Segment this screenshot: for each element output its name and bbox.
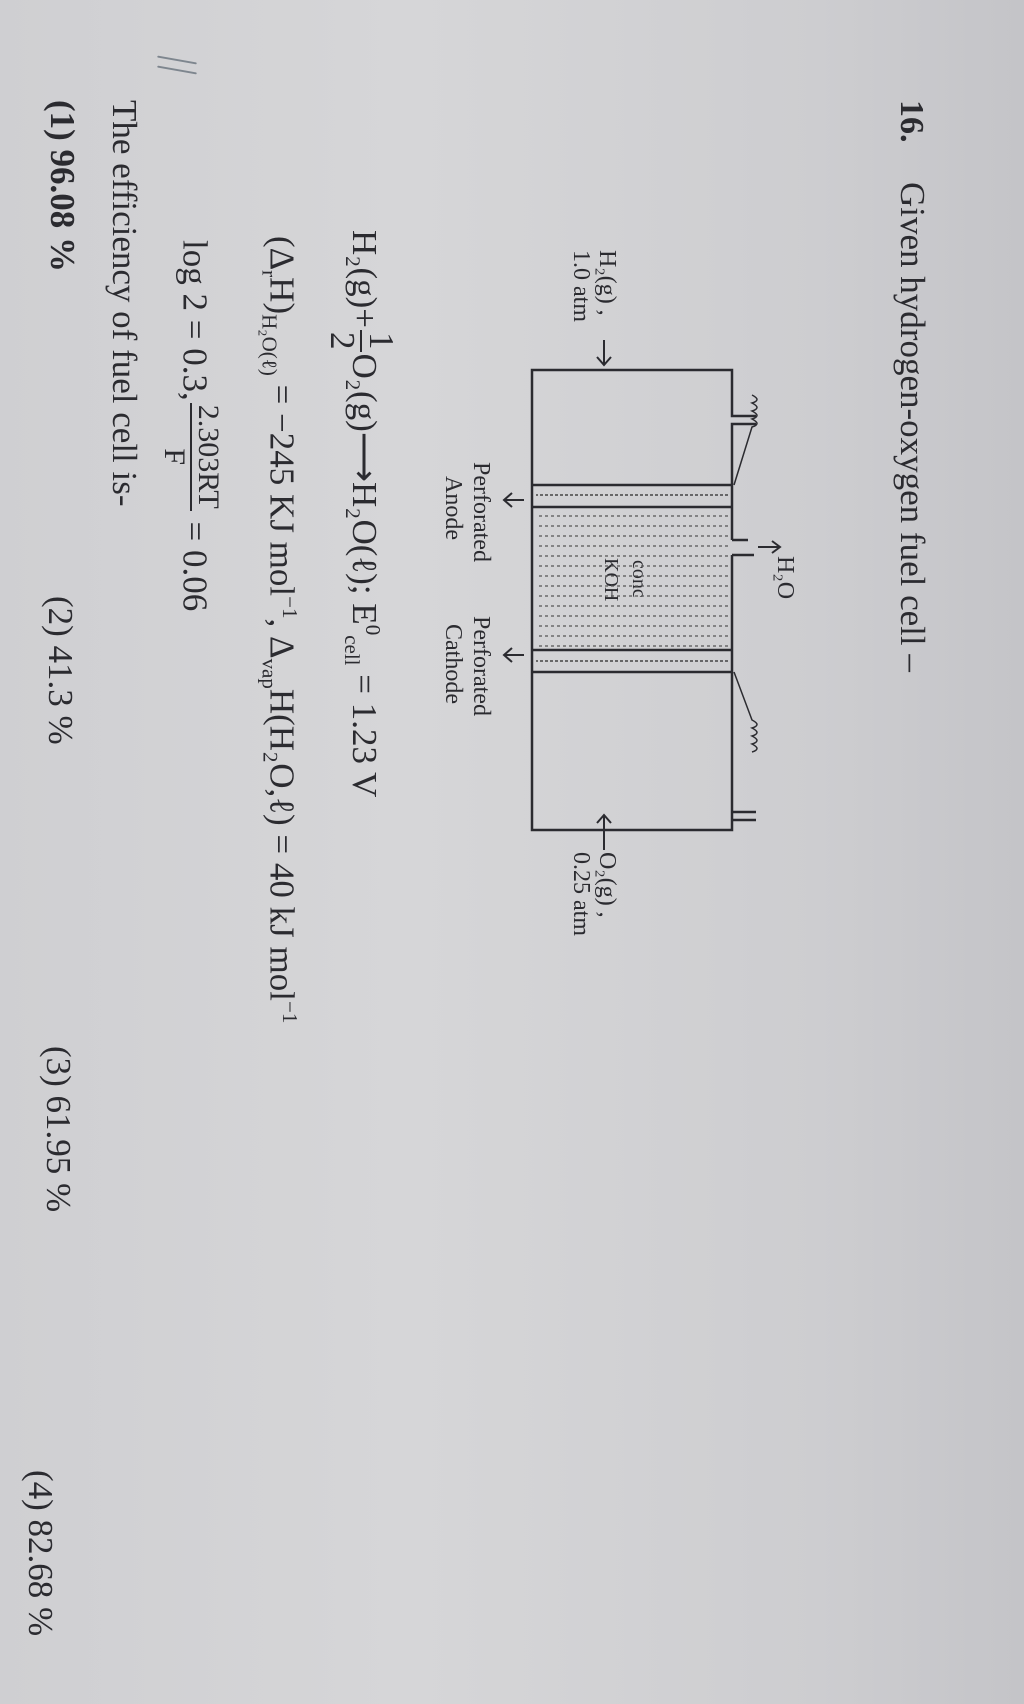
fraction-denominator: F bbox=[158, 448, 192, 466]
reaction-lhs: H₂(g)+ bbox=[345, 230, 385, 329]
exponent: −1 bbox=[278, 596, 302, 619]
species-subscript: H₂O(ℓ) bbox=[257, 314, 282, 376]
option-2[interactable]: (2) 41.3 % bbox=[41, 596, 80, 745]
reaction-rhs: O₂(g)⟶H₂O(ℓ); E bbox=[345, 353, 385, 625]
water-outlet-pipe bbox=[730, 538, 754, 670]
e-superscript: 0 bbox=[360, 624, 385, 636]
reaction-enthalpy: = −245 KJ mol bbox=[262, 375, 302, 597]
cell-outline bbox=[530, 368, 756, 832]
cell-top-left bbox=[730, 422, 756, 540]
cathode-coil-icon bbox=[733, 671, 758, 753]
anode-pointer-icon bbox=[502, 492, 524, 508]
nernst-value: = 0.06 bbox=[175, 512, 215, 612]
option-1[interactable]: (1) 96.08 % bbox=[43, 100, 82, 273]
question-prompt: The efficiency of fuel cell is- bbox=[105, 100, 144, 507]
log2-value: log 2 = 0.3, bbox=[175, 240, 215, 401]
e-subscript: cell bbox=[340, 635, 365, 666]
o2-inlet-pipe bbox=[732, 810, 756, 822]
delta-vap-symbol: , Δ bbox=[262, 618, 302, 659]
fraction-denominator: 2 bbox=[323, 332, 363, 350]
exponent: −1 bbox=[278, 1001, 302, 1024]
delta-close: H) bbox=[262, 277, 302, 315]
cathode-pointer-icon bbox=[502, 647, 524, 663]
fraction-numerator: 2.303RT bbox=[190, 402, 225, 511]
anode-coil-icon bbox=[733, 394, 758, 486]
electrodes bbox=[532, 483, 732, 674]
h2-arrow-icon bbox=[596, 340, 612, 367]
delta-open: (Δ bbox=[262, 236, 302, 271]
electrolyte-dots bbox=[536, 515, 728, 647]
water-arrow-icon bbox=[758, 540, 782, 554]
enthalpy-data: (ΔrH)H₂O(ℓ) = −245 KJ mol−1, ΔvapH(H₂O,ℓ… bbox=[256, 236, 302, 1023]
option-3[interactable]: (3) 61.95 % bbox=[39, 1046, 78, 1213]
o2-arrow-icon bbox=[596, 813, 612, 850]
fraction-numerator: 1 bbox=[360, 330, 401, 352]
option-4[interactable]: (4) 82.68 % bbox=[21, 1470, 60, 1637]
vaporisation-enthalpy: H(H₂O,ℓ) = 40 kJ mol bbox=[262, 688, 302, 1001]
cell-potential: = 1.23 V bbox=[345, 665, 385, 798]
vap-subscript: vap bbox=[257, 658, 282, 689]
